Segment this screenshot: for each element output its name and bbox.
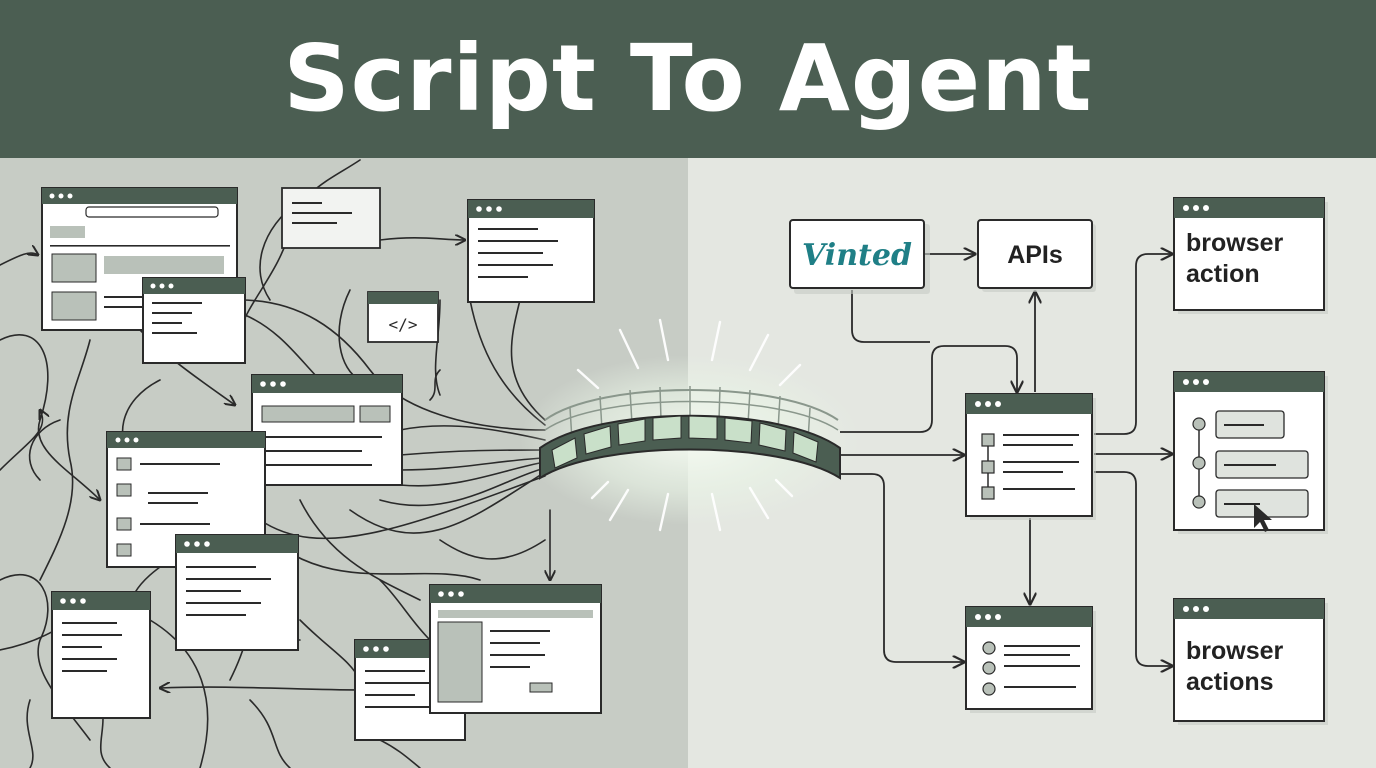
script-window-center-low <box>175 534 299 651</box>
script-window-form <box>251 374 403 486</box>
script-note-card <box>281 187 381 249</box>
agent-flow-connectors <box>840 254 1172 666</box>
script-window-browser <box>41 187 238 331</box>
output-browser-actions-window: browser actions <box>1173 598 1328 725</box>
code-icon: </> <box>389 315 418 334</box>
browser-actions-label: browser actions <box>1186 637 1284 696</box>
cursor-icon <box>1254 504 1272 532</box>
script-window-top-right <box>467 199 595 303</box>
title-banner: Script To Agent <box>0 0 1376 158</box>
output-steps-window <box>1173 371 1328 534</box>
apis-label: APIs <box>1007 241 1063 269</box>
apis-box: APIs <box>977 219 1096 292</box>
output-browser-action-window: browser action <box>1173 197 1328 314</box>
vinted-source-box: Vinted <box>789 219 930 294</box>
browser-action-label: browser action <box>1186 229 1284 288</box>
agent-list-window <box>965 606 1096 713</box>
script-window-dashboard <box>429 584 602 714</box>
vinted-logo: Vinted <box>802 238 912 273</box>
diagram-title: Script To Agent <box>283 25 1093 132</box>
agent-core-window <box>965 393 1096 520</box>
bridge-icon <box>520 318 860 532</box>
script-window-bottom-left <box>51 591 151 719</box>
script-window-small-1 <box>142 277 246 364</box>
code-snippet-card: </> <box>367 291 439 343</box>
